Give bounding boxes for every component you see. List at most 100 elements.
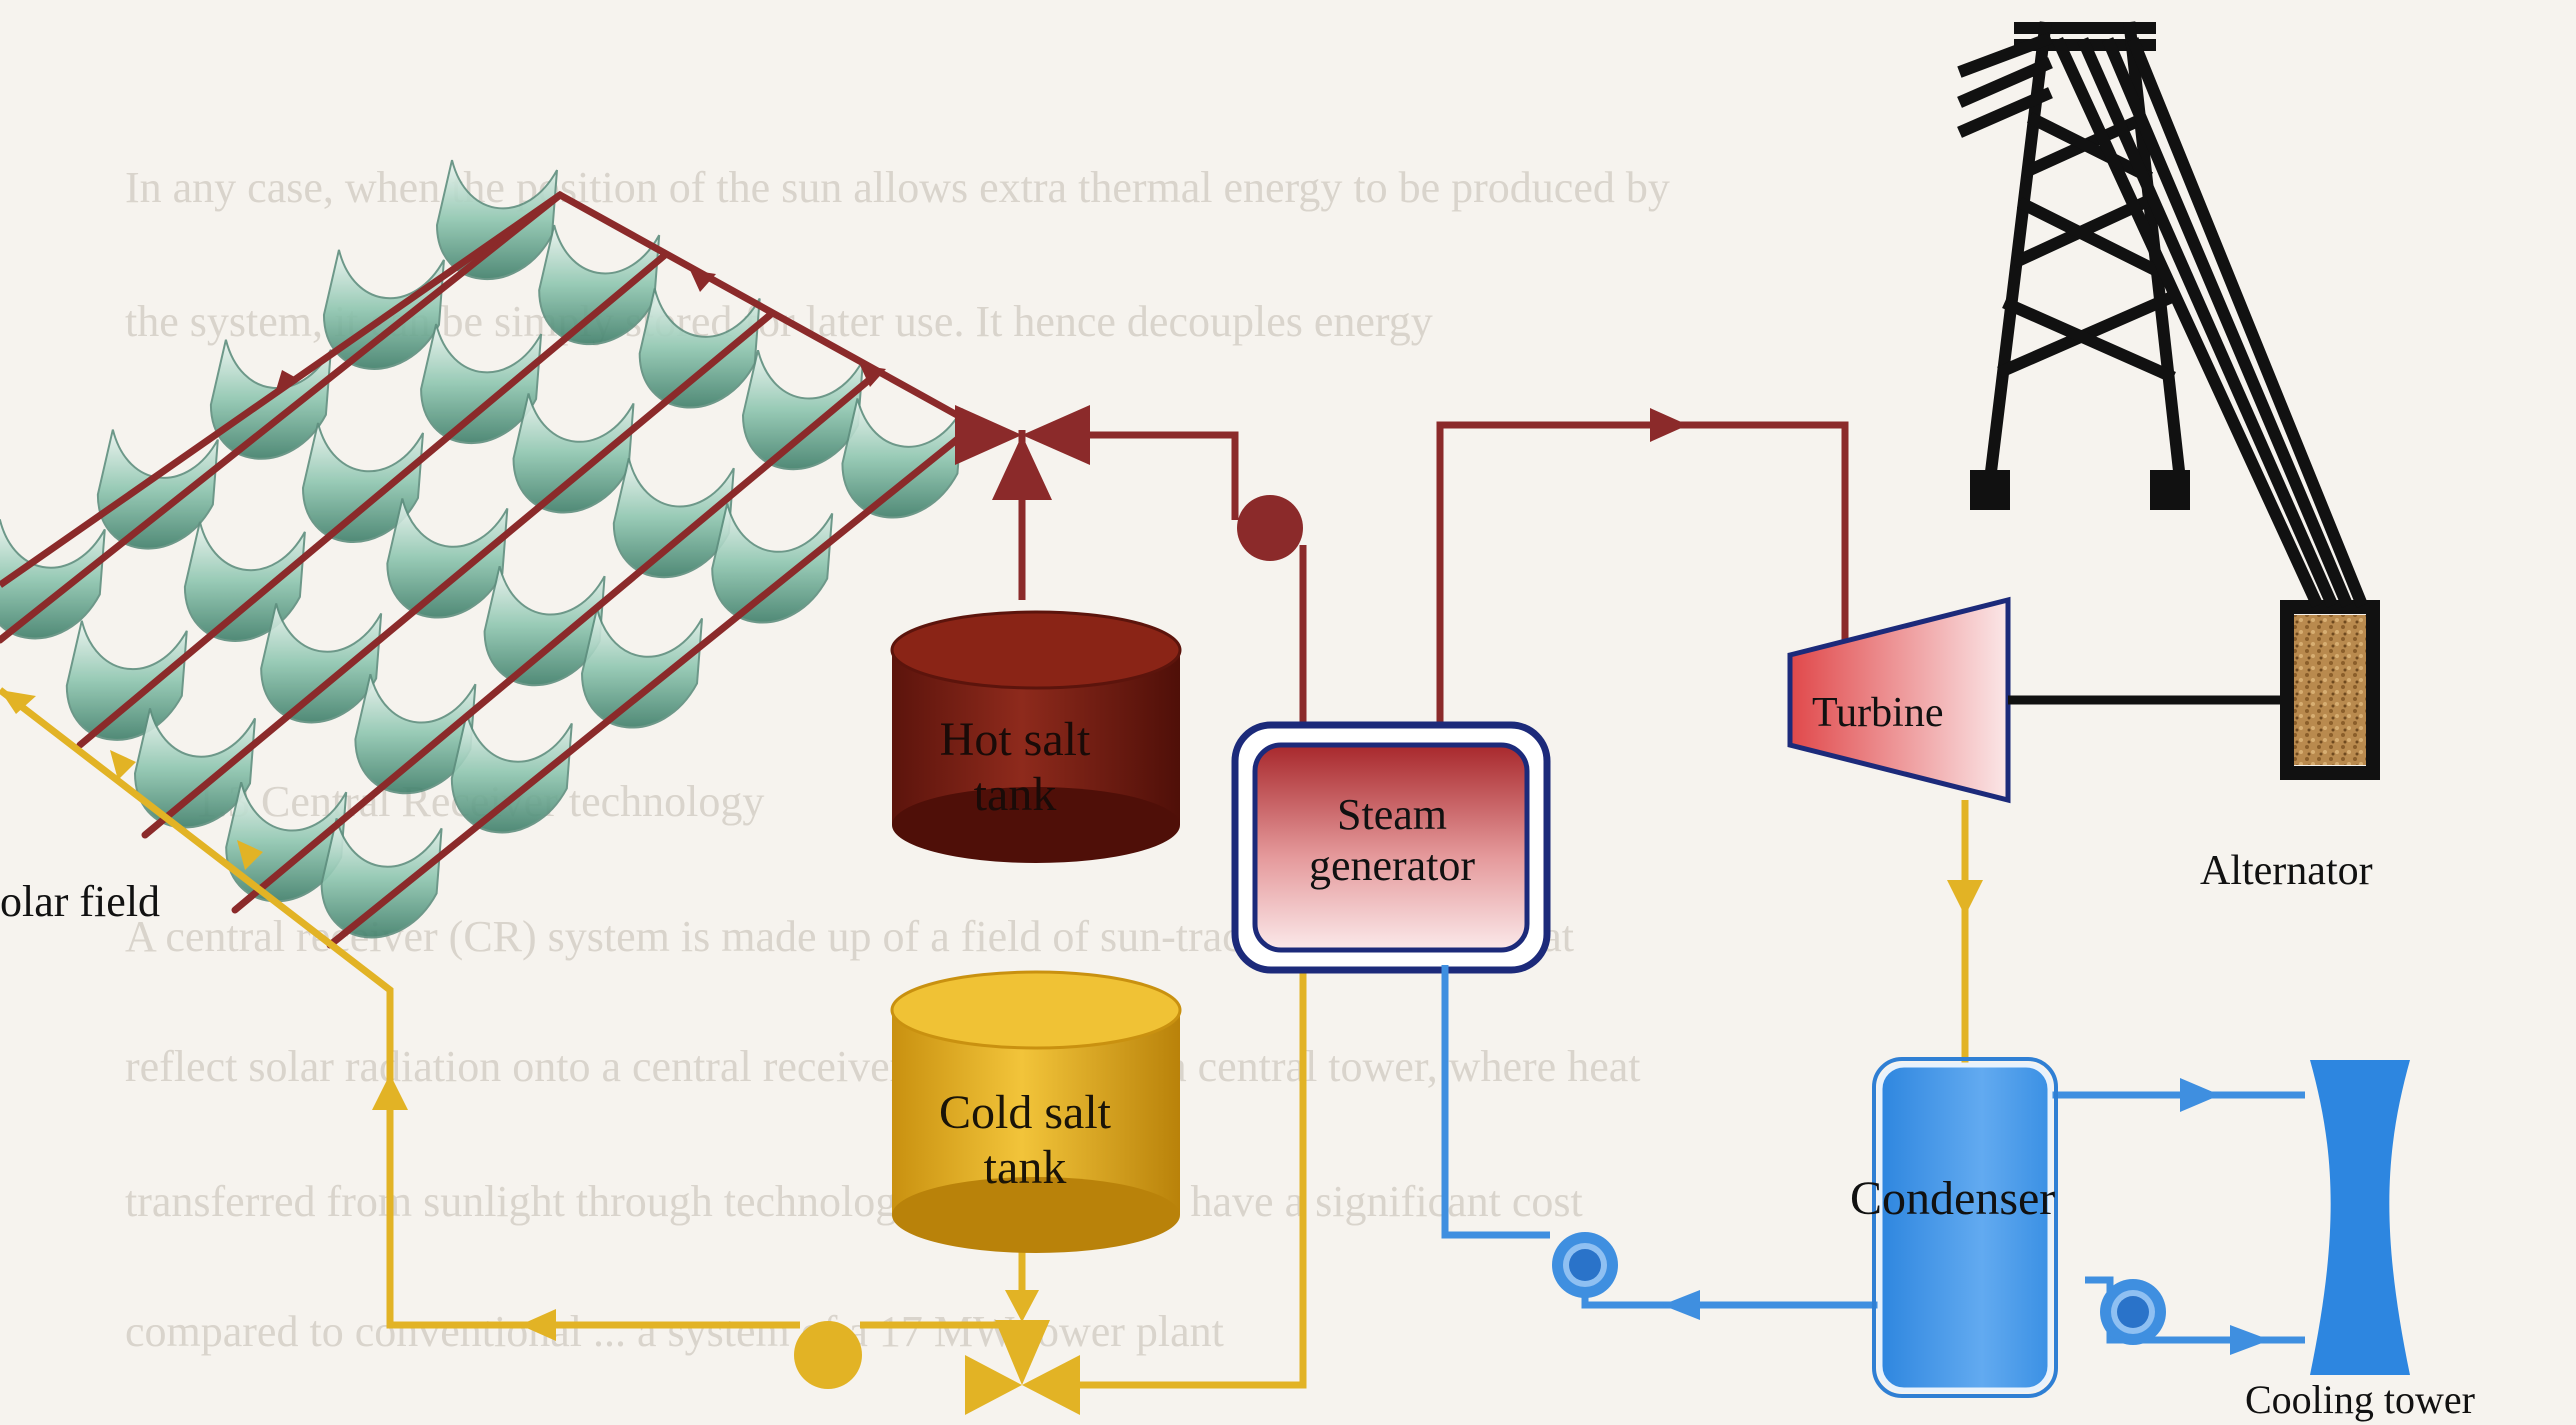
alternator xyxy=(2280,600,2380,780)
trough-collector xyxy=(711,503,834,624)
absorber-pipe-1 xyxy=(0,191,564,644)
flow-arrow xyxy=(860,365,886,387)
alternator-label: Alternator xyxy=(2200,848,2373,894)
hot-header-pipe xyxy=(0,190,977,588)
steam-generator xyxy=(1231,721,1551,974)
cold-tank-bottom xyxy=(892,1177,1180,1253)
condenser-label: Condenser xyxy=(1850,1172,2056,1225)
trough-collector xyxy=(183,521,306,642)
steam-flow-arrow xyxy=(1650,408,1688,442)
water-pump-2 xyxy=(2100,1279,2166,1345)
hot-pump xyxy=(1237,495,1303,561)
condenser-outline xyxy=(1872,1057,2058,1398)
hot-three-way-valve xyxy=(955,405,1090,500)
valve-left xyxy=(965,1355,1022,1415)
trough-collector xyxy=(741,349,864,471)
solar-field xyxy=(0,159,979,949)
turbine-body xyxy=(1787,596,2011,804)
flow-arrow xyxy=(520,1309,556,1341)
trough-collector xyxy=(320,818,443,939)
condenser-body xyxy=(1877,1062,2053,1393)
trough-collector xyxy=(841,398,964,519)
absorber-pipe-5 xyxy=(326,421,979,949)
flow-arrow xyxy=(1947,880,1983,916)
trough-collector xyxy=(0,519,106,640)
cold-tank-top xyxy=(890,970,1182,1050)
trough-collector xyxy=(483,565,606,687)
trough-collector xyxy=(612,457,735,579)
cold-pump xyxy=(794,1321,862,1389)
flow-arrow xyxy=(1005,1290,1039,1322)
steam-gen-inner xyxy=(1252,742,1530,953)
absorber-pipe-2 xyxy=(76,251,669,749)
flow-arrow xyxy=(1662,1290,1700,1320)
cold-return-to-field xyxy=(0,687,800,1329)
flow-arrow xyxy=(372,1074,408,1110)
flow-arrow xyxy=(2180,1078,2220,1112)
cooling-tower xyxy=(2310,1060,2410,1375)
valve-right xyxy=(1022,1355,1080,1415)
steam-line xyxy=(1436,421,1849,730)
flow-arrow xyxy=(0,690,36,714)
trough-collector xyxy=(581,608,704,729)
trough-collector xyxy=(133,708,256,829)
tower-foot-right xyxy=(2150,470,2190,510)
flow-arrow xyxy=(237,840,263,870)
pump-to-condenser xyxy=(1581,1265,1880,1309)
valve-left xyxy=(955,405,1022,465)
hot-loop xyxy=(1018,421,1849,730)
trough-collector xyxy=(225,781,348,903)
alternator-side-right xyxy=(2366,600,2380,780)
turbine-label: Turbine xyxy=(1812,690,1944,736)
solar-field-label: olar field xyxy=(0,877,161,926)
steam-generator-label: Steam generator xyxy=(1308,790,1476,890)
valve-bottom xyxy=(992,435,1052,500)
pump-return xyxy=(1060,431,1239,520)
trough-collector xyxy=(301,422,424,543)
cold-salt-tank xyxy=(890,970,1182,1253)
trough-collector xyxy=(420,323,543,445)
background-text-line-5: reflect solar radiation onto a central r… xyxy=(125,1042,1641,1091)
cold-three-way-valve xyxy=(965,1320,1080,1415)
hot-salt-tank-label: Hot salt tank xyxy=(939,713,1091,822)
flow-arrow xyxy=(2230,1325,2270,1355)
cold-salt-tank-label: Cold salt tank xyxy=(938,1086,1111,1195)
trough-collector xyxy=(435,159,558,281)
alternator-bottom xyxy=(2280,766,2380,780)
water-pump-1 xyxy=(1552,1232,1618,1298)
background-text-line-6: transferred from sunlight through techno… xyxy=(125,1177,1583,1226)
absorber-pipe-3 xyxy=(141,311,774,839)
trough-collector xyxy=(512,393,635,514)
alternator-side-left xyxy=(2280,600,2294,780)
cooling-tower-label: Cooling tower xyxy=(2245,1377,2475,1422)
trough-collector xyxy=(638,288,761,409)
flow-arrow xyxy=(110,750,136,780)
flow-arrow xyxy=(690,270,716,292)
background-text-line-1: In any case, when the position of the su… xyxy=(125,163,1670,212)
hot-salt-tank xyxy=(890,610,1182,863)
absorber-pipe-4 xyxy=(231,371,879,914)
transmission-tower xyxy=(1957,21,2368,608)
cold-flow-arrows xyxy=(0,690,1983,1341)
trough-collector xyxy=(386,498,509,619)
collector-array xyxy=(0,159,964,939)
turbine xyxy=(1787,596,2280,804)
trough-collector xyxy=(65,620,188,741)
trough-collector xyxy=(538,224,661,346)
valve-right xyxy=(1022,405,1090,465)
steam-gen-to-pump xyxy=(1441,965,1550,1239)
trough-collector xyxy=(260,603,383,724)
trough-collector xyxy=(354,673,477,795)
steam-gen-cold-out xyxy=(1060,970,1307,1389)
hot-tank-top xyxy=(890,610,1182,690)
water-flow-arrows xyxy=(1662,1078,2270,1355)
flow-arrow xyxy=(276,370,300,390)
header-arrows xyxy=(276,270,886,390)
condenser xyxy=(1872,1057,2058,1398)
hot-pipes xyxy=(0,191,979,949)
trough-collector xyxy=(450,713,573,834)
alternator-core xyxy=(2290,615,2370,765)
valve-top xyxy=(995,1320,1050,1385)
